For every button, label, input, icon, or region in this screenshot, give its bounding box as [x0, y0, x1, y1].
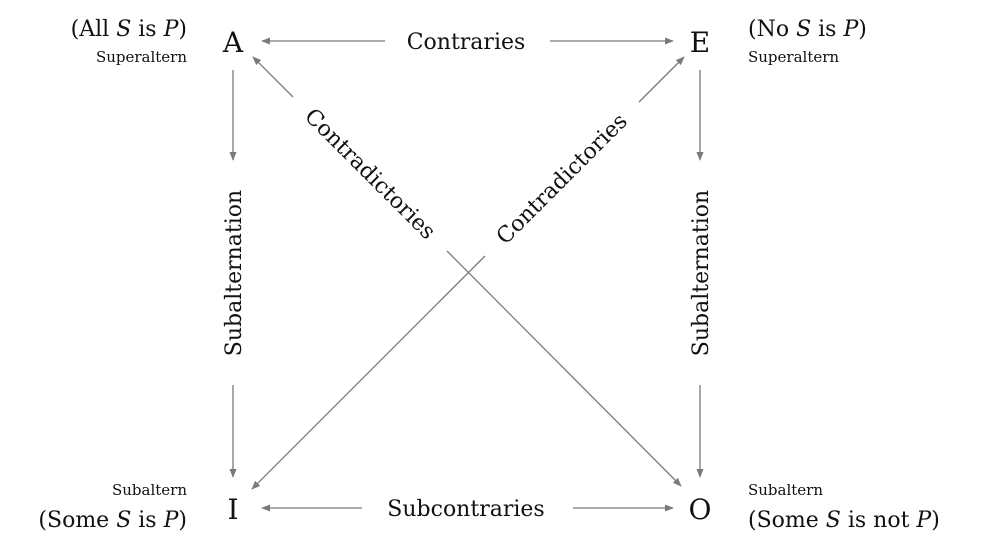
- right-subalternation-label: Subalternation: [689, 190, 714, 356]
- prop-term-s: S: [116, 508, 131, 533]
- prop-term-p: P: [163, 17, 180, 42]
- prop-text: is: [811, 17, 843, 42]
- prop-text: ): [178, 17, 187, 42]
- prop-term-p: P: [842, 17, 859, 42]
- prop-text: (All: [71, 17, 117, 42]
- contradictories-arrow-to-o: [446, 250, 682, 487]
- corner-a-role: Superaltern: [96, 48, 187, 66]
- contradictories-arrow-to-i: [251, 255, 486, 490]
- corner-o-proposition: (Some S is not P): [748, 508, 940, 533]
- prop-text: (Some: [38, 508, 116, 533]
- prop-text: ): [931, 508, 940, 533]
- prop-text: (No: [748, 17, 796, 42]
- prop-term-p: P: [163, 508, 180, 533]
- subcontraries-label: Subcontraries: [387, 497, 544, 522]
- contraries-label: Contraries: [407, 30, 526, 55]
- contradictories-arrow-to-e: [638, 56, 685, 103]
- corner-o-letter: O: [689, 493, 712, 526]
- contradictories-arrow-to-a: [252, 56, 294, 98]
- prop-term-p: P: [915, 508, 932, 533]
- contradictories-e-i-label: Contradictories: [492, 109, 633, 250]
- corner-a-proposition: (All S is P): [71, 17, 187, 42]
- corner-o-role: Subaltern: [748, 481, 823, 499]
- prop-text: is: [131, 508, 163, 533]
- prop-text: ): [178, 508, 187, 533]
- corner-e-role: Superaltern: [748, 48, 839, 66]
- corner-i-role: Subaltern: [112, 481, 187, 499]
- corner-e-letter: E: [690, 26, 710, 59]
- contradictories-a-o-label: Contradictories: [299, 104, 440, 245]
- prop-term-s: S: [116, 17, 131, 42]
- prop-term-s: S: [826, 508, 841, 533]
- corner-a-letter: A: [222, 26, 244, 59]
- corner-i-letter: I: [227, 493, 238, 526]
- prop-text: (Some: [748, 508, 826, 533]
- prop-text: is: [131, 17, 163, 42]
- prop-text: ): [858, 17, 867, 42]
- corner-e-proposition: (No S is P): [748, 17, 867, 42]
- corner-i-proposition: (Some S is P): [38, 508, 187, 533]
- prop-text: is not: [841, 508, 917, 533]
- prop-term-s: S: [796, 17, 811, 42]
- left-subalternation-label: Subalternation: [222, 190, 247, 356]
